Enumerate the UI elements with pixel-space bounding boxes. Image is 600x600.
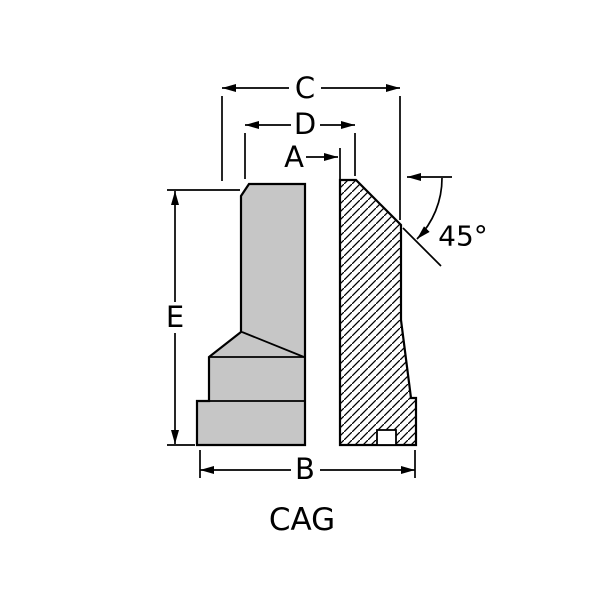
body-section-shape (338, 178, 418, 447)
dimension-b: B (199, 450, 416, 486)
dim-label-b: B (295, 452, 315, 486)
dim-label-e: E (166, 300, 184, 334)
angle-arc (416, 177, 443, 240)
dimension-c: C (221, 71, 401, 220)
bottom-groove-notch (376, 429, 397, 446)
dim-label-d: D (294, 107, 316, 141)
chamfer-extension-line (402, 227, 442, 267)
dim-label-a: A (284, 140, 304, 174)
chamfer-angle-annotation: 45° (402, 173, 488, 267)
left-section-gasket (195, 182, 307, 447)
gasket-seat-cone-edge (241, 331, 305, 358)
gasket-section-shape (195, 182, 307, 447)
dim-label-c: C (295, 71, 315, 105)
angle-label: 45° (438, 220, 488, 253)
dimension-d: D (244, 107, 356, 179)
right-section-body (338, 178, 418, 447)
dimension-a: A (284, 140, 341, 179)
dimension-e: E (166, 189, 240, 446)
part-number-label: CAG (269, 502, 335, 538)
